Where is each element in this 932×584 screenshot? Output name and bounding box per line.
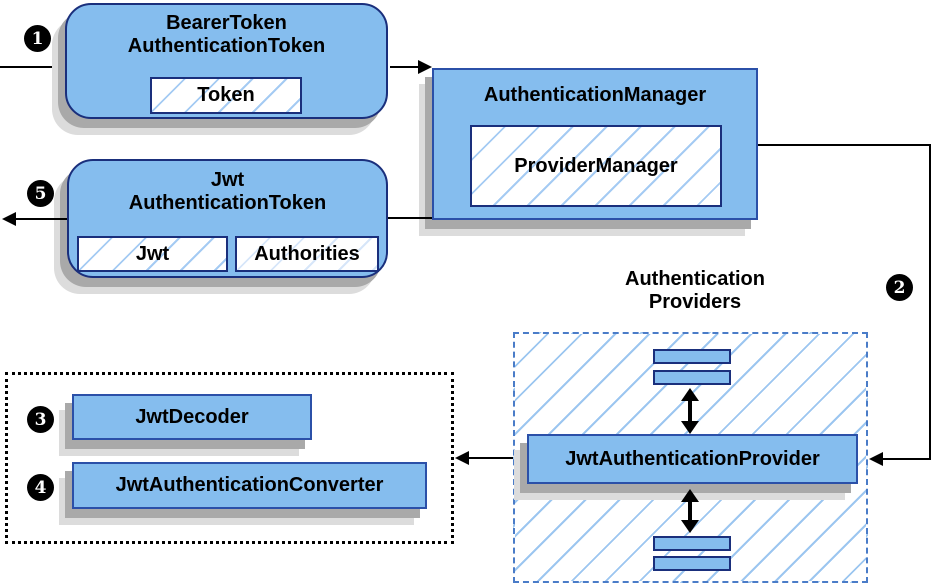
step-4-number: 4	[34, 477, 47, 498]
step-2-number: 2	[893, 277, 906, 298]
bearer-token-title-line2: AuthenticationToken	[127, 35, 326, 57]
token-field-label: Token	[197, 84, 255, 106]
step-2-badge: 2	[886, 274, 913, 301]
authorities-field-label: Authorities	[254, 242, 360, 265]
jwt-decoder-title: JwtDecoder	[135, 405, 249, 428]
step-5-badge: 5	[27, 180, 54, 207]
provider-stub-bar	[653, 370, 731, 385]
jwt-token-title-line2: AuthenticationToken	[128, 192, 327, 214]
double-arrow-top-shaft	[688, 398, 692, 424]
double-arrow-top-down-head	[681, 421, 699, 434]
jwt-field-label: Jwt	[135, 242, 170, 265]
step-5-number: 5	[34, 183, 47, 204]
provider-manager-field: ProviderManager	[470, 125, 722, 207]
providers-label-line1: Authentication	[625, 268, 765, 290]
step-4-badge: 4	[27, 474, 54, 501]
arrow-step2-segment-top	[758, 144, 931, 146]
authorities-field: Authorities	[235, 236, 379, 272]
double-arrow-bottom-down-head	[681, 520, 699, 533]
arrow-authentication-out-head	[2, 212, 16, 226]
authentication-providers-label: Authentication Providers	[545, 268, 845, 314]
jwt-token-title-line1: Jwt	[210, 169, 245, 191]
provider-stub-bar	[653, 536, 731, 551]
jwt-authentication-token-node: Jwt AuthenticationToken Jwt Authorities	[67, 159, 388, 278]
bearer-token-title-line1: BearerToken	[166, 12, 287, 34]
arrow-step2-segment-bottom	[882, 458, 931, 460]
bearer-token-title: BearerToken AuthenticationToken	[67, 5, 386, 58]
arrow-to-authentication-manager-head	[418, 60, 432, 74]
bearer-token-authentication-token-node: BearerToken AuthenticationToken Token	[65, 3, 388, 119]
token-field: Token	[150, 77, 302, 114]
arrow-request-in	[0, 66, 65, 68]
jwt-token-title: Jwt AuthenticationToken	[69, 161, 386, 215]
jwt-authentication-converter-node: JwtAuthenticationConverter	[72, 462, 427, 509]
jwt-authentication-converter-title: JwtAuthenticationConverter	[115, 474, 384, 496]
double-arrow-top-up-head	[681, 388, 699, 401]
jwt-authentication-provider-node: JwtAuthenticationProvider	[527, 434, 858, 484]
double-arrow-bottom-shaft	[688, 499, 692, 523]
jwt-authentication-provider-title: JwtAuthenticationProvider	[565, 447, 820, 470]
provider-stub-bar	[653, 349, 731, 364]
jwt-field: Jwt	[77, 236, 228, 272]
provider-stub-bar	[653, 556, 731, 571]
step-3-badge: 3	[27, 406, 54, 433]
arrow-to-decoder-converter-head	[455, 451, 469, 465]
step-3-number: 3	[34, 409, 47, 430]
authentication-manager-title: AuthenticationManager	[483, 84, 707, 106]
arrow-authentication-out	[10, 218, 67, 220]
arrow-step2-segment-vertical	[929, 144, 931, 459]
providers-label-line2: Providers	[648, 291, 742, 313]
step-1-badge: 1	[24, 25, 51, 52]
line-manager-to-jwt-token	[388, 217, 432, 219]
step-1-number: 1	[31, 28, 44, 49]
arrow-to-decoder-converter	[468, 457, 513, 459]
arrow-step2-head	[869, 452, 883, 466]
provider-manager-label: ProviderManager	[514, 154, 678, 177]
arrow-to-authentication-manager	[390, 66, 420, 68]
authentication-manager-node: AuthenticationManager ProviderManager	[432, 68, 758, 220]
jwt-decoder-node: JwtDecoder	[72, 394, 312, 440]
double-arrow-bottom-up-head	[681, 489, 699, 502]
